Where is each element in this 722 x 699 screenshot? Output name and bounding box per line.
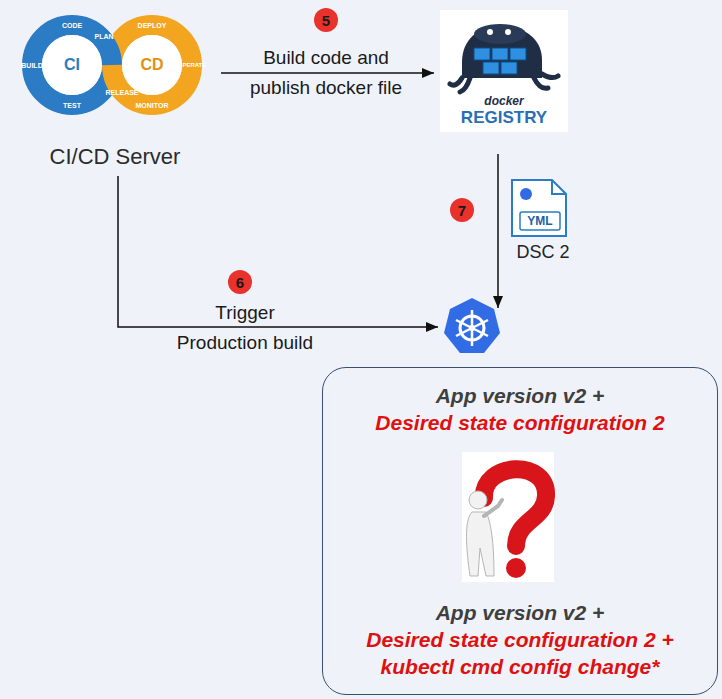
state-text: Desired state configuration 2 bbox=[341, 409, 699, 436]
kubernetes-node bbox=[442, 298, 502, 356]
connector-line bbox=[497, 154, 499, 308]
callout-circle bbox=[450, 198, 474, 222]
node-title: CI/CD Server bbox=[50, 143, 181, 170]
icon-label: CODE bbox=[62, 22, 82, 29]
state-text: Desired state configuration 2 + kubectl … bbox=[341, 626, 699, 680]
edge-label: Trigger Production build bbox=[170, 298, 320, 358]
yml-file-icon bbox=[512, 180, 566, 236]
kubernetes-icon bbox=[444, 298, 500, 353]
state-text: App version v2 + bbox=[341, 382, 699, 409]
callout-number: 6 bbox=[236, 275, 244, 290]
callout-number: 7 bbox=[458, 203, 466, 218]
edge-label: Build code and publish docker file bbox=[239, 43, 414, 103]
cicd-icon bbox=[32, 25, 192, 105]
icon-label: TEST bbox=[63, 102, 81, 109]
logo-text: docker bbox=[484, 95, 523, 108]
cluster-panel: App version v2 +Desired state configurat… bbox=[322, 367, 718, 695]
arrow-head bbox=[422, 68, 434, 78]
callout-circle bbox=[314, 8, 338, 32]
question-figure bbox=[462, 452, 554, 582]
callout-number: 5 bbox=[322, 13, 330, 28]
arrow-head bbox=[426, 322, 438, 332]
connector bbox=[493, 154, 503, 308]
icon-label: BUILD bbox=[21, 62, 42, 69]
connector-line bbox=[118, 176, 438, 327]
docker-registry-icon bbox=[440, 10, 568, 132]
icon-label: CD bbox=[140, 57, 163, 73]
connector bbox=[118, 176, 438, 332]
icon-label: DEPLOY bbox=[138, 22, 167, 29]
connector bbox=[221, 68, 434, 78]
registry-node: dockerREGISTRY bbox=[440, 10, 568, 132]
callout-circle bbox=[228, 270, 252, 294]
icon-label: OPERATE bbox=[178, 62, 207, 68]
file-name: DSC 2 bbox=[516, 243, 569, 261]
icon-label: PLAN bbox=[94, 33, 113, 40]
logo-text: REGISTRY bbox=[461, 108, 547, 132]
state-text: App version v2 + bbox=[341, 599, 699, 626]
arrow-head bbox=[493, 296, 503, 308]
file-label: YML bbox=[527, 215, 552, 227]
icon-label: MONITOR bbox=[136, 102, 169, 109]
icon-label: CI bbox=[64, 57, 80, 73]
connector-line bbox=[221, 72, 434, 74]
icon-label: RELEASE bbox=[105, 89, 138, 96]
